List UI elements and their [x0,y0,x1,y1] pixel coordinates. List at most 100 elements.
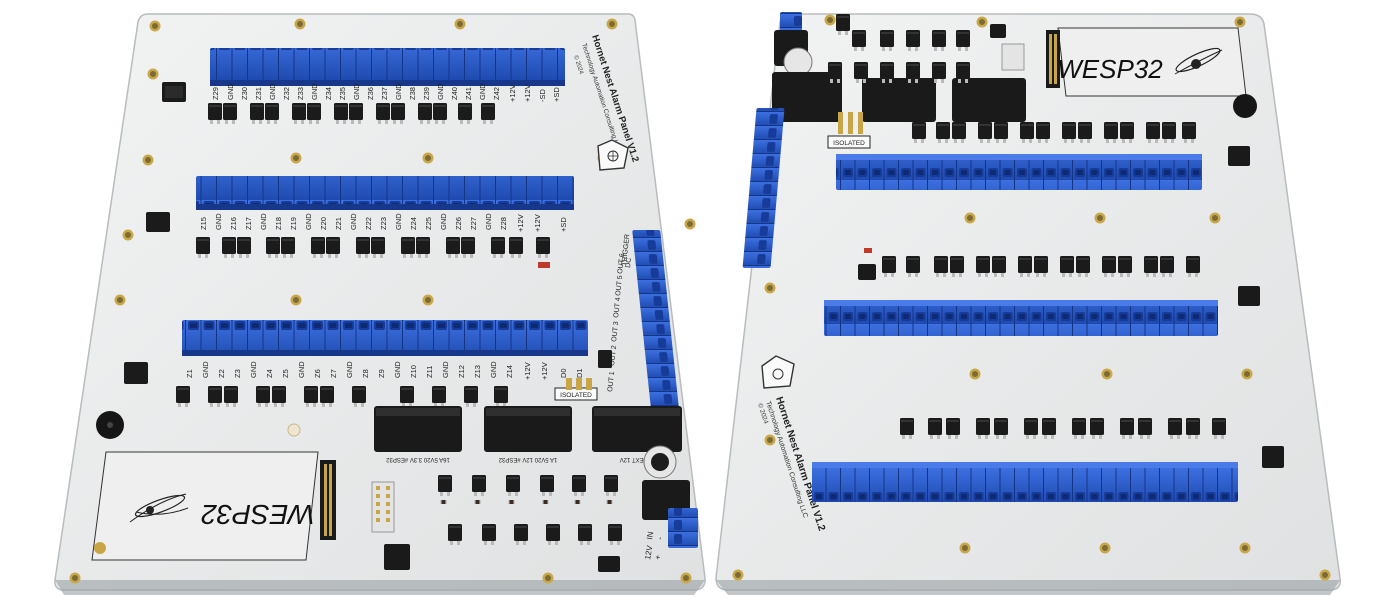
output-label: OUT 2 [609,345,618,366]
isolated-label: ISOLATED [560,392,592,399]
terminal-label: Z40 [450,87,459,100]
terminal-label: GND [349,213,358,230]
power-label: 16A 5V20 3.3V #ESP32 [385,456,449,462]
right-esp32-module: WESP32 [1046,27,1257,118]
terminal-label: Z19 [289,217,298,230]
terminal-label: +12V [540,362,549,380]
terminal-label: GND [259,213,268,230]
terminal-label: GND [297,361,306,378]
terminal-label: Z16 [229,217,238,230]
terminal-label: Z21 [334,217,343,230]
terminal-label: Z8 [361,369,370,378]
terminal-label: Z30 [240,87,249,100]
terminal-label: GND [478,83,487,100]
terminal-label: Z2 [217,369,226,378]
left-pin-header [371,481,410,570]
output-label: OUT 5 [615,275,624,296]
terminal-label: Z32 [282,87,291,100]
left-transistor-array [438,475,622,572]
terminal-label: GND [394,83,403,100]
terminal-label: +12V [533,214,542,232]
left-buzzer [96,411,124,439]
terminal-label: Z26 [454,217,463,230]
input-label: - [655,536,664,541]
hornet-house-logo [597,139,629,171]
left-components-row-3 [124,350,612,407]
power-label: 1A EXT 12V [620,456,653,462]
terminal-label: GND [201,361,210,378]
left-isolated-jumper: ISOLATED [554,378,598,401]
terminal-label: Z6 [313,369,322,378]
terminal-label: Z22 [364,217,373,230]
output-label: DC [625,257,633,268]
hornet-icon [1174,47,1223,75]
terminal-label: Z38 [408,87,417,100]
terminal-label: Z14 [505,365,514,378]
terminal-label: GND [268,83,277,100]
terminal-label: GND [214,213,223,230]
esp32-logo-text: WESP32 [201,499,315,530]
terminal-label: GND [484,213,493,230]
output-label: OUT 3 [611,321,620,342]
right-terminal-block-row-3 [812,418,1284,502]
left-terminal-labels-row-1: Z29 GND Z30 Z31 GND Z32 Z33 GND Z34 Z35 … [211,83,561,102]
terminal-label: Z33 [296,87,305,100]
terminal-label: Z17 [244,217,253,230]
terminal-label: Z35 [338,87,347,100]
output-label: OUT 4 [613,297,622,318]
terminal-label: Z7 [329,369,338,378]
terminal-label: Z1 [185,369,194,378]
terminal-label: Z36 [366,87,375,100]
terminal-label: GND [345,361,354,378]
terminal-label: Z11 [425,366,434,378]
terminal-label: Z41 [464,87,473,100]
terminal-label: +12V [523,362,532,380]
input-label: 12V [643,544,654,560]
terminal-label: +SD [559,217,568,232]
terminal-label: Z4 [265,369,274,378]
terminal-label: Z12 [457,365,466,378]
terminal-label: GND [436,83,445,100]
hornet-icon [129,493,189,523]
left-terminal-labels-row-3: Z1 GND Z2 Z3 GND Z4 Z5 GND Z6 Z7 GND Z8 … [185,361,584,380]
terminal-label: Z3 [233,369,242,378]
left-terminal-labels-row-2: Z15 GND Z16 Z17 GND Z18 Z19 GND Z20 Z21 … [199,213,568,232]
terminal-label: GND [393,361,402,378]
terminal-label: Z25 [424,217,433,230]
power-label: 1A 5V20 12V #ESP32 [498,456,557,462]
left-board: Z29 GND Z30 Z31 GND Z32 Z33 GND Z34 Z35 … [54,13,706,595]
left-output-terminal [632,230,679,408]
terminal-label: Z28 [499,217,508,230]
left-components-row-2 [146,212,550,268]
terminal-label: GND [489,361,498,378]
left-terminal-block-row-1 [210,48,565,86]
terminal-label: Z42 [492,87,501,100]
right-terminal-block-row-1 [836,122,1250,190]
right-terminal-block-row-2 [824,248,1260,336]
output-label: OUT 1 [607,371,616,392]
terminal-label: Z13 [473,365,482,378]
left-led [287,423,301,437]
terminal-label: GND [439,213,448,230]
input-label: + [653,554,663,560]
terminal-label: GND [304,213,313,230]
terminal-label: GND [394,213,403,230]
right-side-terminal [742,108,785,268]
terminal-label: +12V [523,84,532,102]
terminal-label: GND [226,83,235,100]
terminal-label: GND [441,361,450,378]
left-output-labels: OUT 1 OUT 2 OUT 3 OUT 4 OUT 5 OUT 6 TRIG… [607,234,633,392]
terminal-label: Z15 [199,217,208,230]
terminal-label: Z39 [422,87,431,100]
hornet-house-logo [761,355,795,389]
terminal-label: Z34 [324,87,333,100]
terminal-label: Z18 [274,217,283,230]
terminal-label: +SD [552,87,561,102]
right-isolated-jumper: ISOLATED [827,112,871,149]
left-esp32-module: WESP32 [91,451,336,561]
terminal-label: Z20 [319,217,328,230]
terminal-label: Z10 [409,365,418,378]
output-label: TRIGGER [621,234,631,266]
terminal-label: Z23 [379,217,388,230]
